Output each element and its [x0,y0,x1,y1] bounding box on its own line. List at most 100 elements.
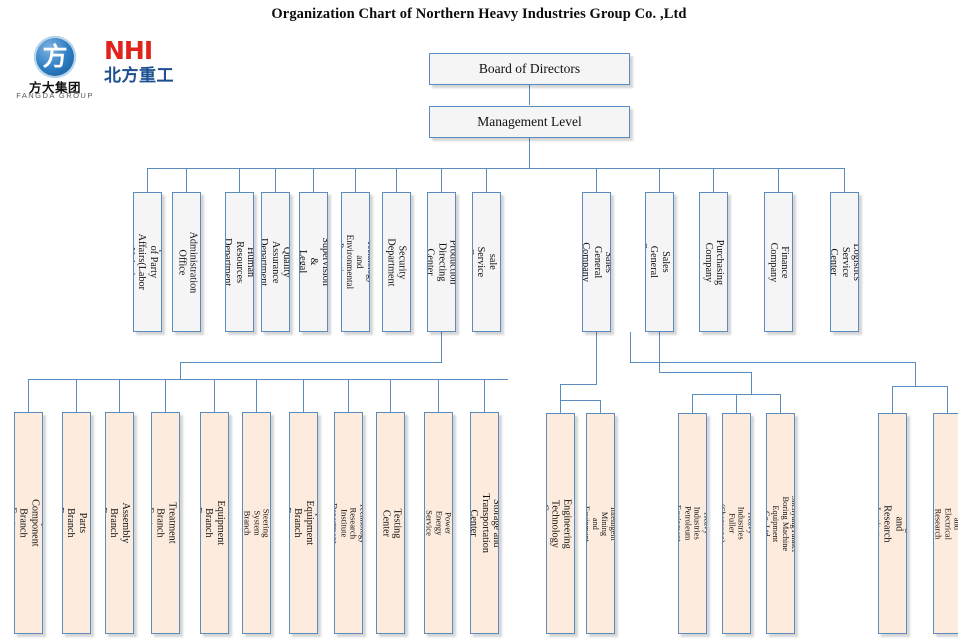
node-safety-environment[interactable]: Safety Technology and Environmental Prot… [341,192,370,332]
node-label: Storage and Transportation Center [470,493,499,553]
node-party-affairs[interactable]: Department of Party Affairs(Labor Union) [133,192,162,332]
connector-research-to-bus [915,362,916,386]
connector-drop-party-affairs [147,168,148,192]
connector-drop-petroleum-equipment [692,394,693,413]
node-label: International Sales General Company [645,235,674,289]
node-management-level[interactable]: Management Level [429,106,630,138]
node-fuller-mining-company[interactable]: Northern Heavy Industries Fuller (Shenya… [722,413,751,634]
node-label: Structural Parts Branch Factory [62,502,91,544]
connector-subsidiaries-jog [659,372,751,373]
node-label: Tunnel Engineering Technology Company [546,498,575,549]
node-logistics-service-center[interactable]: Logistics Service Center [830,192,859,332]
connector-sales-jog [560,384,597,385]
connector-drop-automobile-steering [256,379,257,412]
fangda-glyph-icon: 方 [42,43,68,71]
connector-drop-special-equipment [303,379,304,412]
node-label: Administration Office [175,231,198,293]
node-label: ShenyangTunnel Boring Machine Equipment … [766,495,795,552]
connector-subsidiaries-down [659,332,660,372]
node-special-equipment-branch-factory[interactable]: Special Equipment Branch Factory [289,412,318,634]
node-administration-office[interactable]: Administration Office [172,192,201,332]
connector-drop-logistics [844,168,845,192]
node-testing-center[interactable]: Testing Center [376,412,405,634]
connector-drop-storage-transport [484,379,485,412]
connector-sales-to-bus [560,384,561,400]
connector-drop-safety-environment [355,168,356,192]
node-label: Sales General Company [582,242,611,282]
node-label: Logistics Service Center [830,243,859,281]
connector-drop-finance [778,168,779,192]
node-label: Northern Heavy Industries Petroleum Equi… [678,505,707,542]
connector-drop-security [396,168,397,192]
connector-drop-after-sale [486,168,487,192]
node-quality-assurance[interactable]: Quality Assurance Department [261,192,290,332]
node-mechanical-electrical-research-institute[interactable]: Shenyang Mechanical and Electrical Resea… [933,413,958,634]
connector-drop-sales-general [596,168,597,192]
node-structural-parts-branch-factory[interactable]: Structural Parts Branch Factory [62,412,91,634]
node-tunnel-boring-machine-company[interactable]: ShenyangTunnel Boring Machine Equipment … [766,413,795,634]
node-petroleum-equipment-company[interactable]: Northern Heavy Industries Petroleum Equi… [678,413,707,634]
page-title: Organization Chart of Northern Heavy Ind… [271,6,687,22]
nhi-chinese-name: 北方重工 [104,66,174,86]
nhi-logo: NHI 北方重工 [104,38,200,98]
node-automobile-steering-branch-factory[interactable]: Automobile Steering System Branch Factor… [242,412,271,634]
connector-production-to-bus [180,362,181,379]
node-equipment-power-energy-service-department[interactable]: Equipment Power Energy Service Departmen… [424,412,453,634]
node-label: Human Resources Department [225,237,254,287]
connector-drop-mechanical-electrical [947,386,948,413]
node-label: Security Department [385,237,408,287]
node-technology-research-institute-department[interactable]: Technology Research Institute Department [334,412,363,634]
node-human-resources[interactable]: Human Resources Department [225,192,254,332]
connector-drop-design-research [892,386,893,413]
connector-research-down [630,332,631,362]
node-tunnel-engineering-technology-company[interactable]: Tunnel Engineering Technology Company [546,413,575,634]
connector-production-jog [180,362,442,363]
node-bulk-equipment-branch-factory[interactable]: Bulk Equipment Branch Factory [200,412,229,634]
connector-drop-structural-parts [76,379,77,412]
node-label: Safety Technology and Environmental Prot… [341,234,370,290]
node-heat-treatment-branch-factory[interactable]: Heat Treatment Branch Factory [151,412,180,634]
connector-drop-purchasing [713,168,714,192]
node-design-and-research-institute[interactable]: Design and Research Institute [878,413,907,634]
node-after-sale-service-center[interactable]: After-sale Service Center [472,192,501,332]
node-label: Bulk Equipment Branch Factory [200,500,229,546]
connector-research-bus [892,386,947,387]
node-finance-company[interactable]: Finance Company [764,192,793,332]
node-label: Technology Research Institute Department [334,502,363,544]
fangda-circle-icon [34,36,76,78]
connector-subsidiaries-to-bus [751,372,752,394]
node-board-of-directors[interactable]: Board of Directors [429,53,630,85]
node-international-sales-general-company[interactable]: International Sales General Company [645,192,674,332]
connector-production-down [441,332,442,362]
node-label: Heat Treatment Branch Factory [151,502,180,544]
node-label: Production Directing Center [427,239,456,285]
node-security-department[interactable]: Security Department [382,192,411,332]
node-sales-general-company[interactable]: Sales General Company [582,192,611,332]
node-label: Audit, Supervision & Legal Department [299,237,328,287]
node-label: Management Level [477,114,582,130]
logo-group: 方 方大集团 FANGDA GROUP NHI 北方重工 [8,36,203,102]
node-label: Testing Center [379,508,402,538]
node-production-directing-center[interactable]: Production Directing Center [427,192,456,332]
node-label: State Key Laboratory of Intelligent Mini… [586,505,615,542]
connector-drop-testing-center [390,379,391,412]
connector-level2-bus [147,168,845,169]
node-label: Major Component Branch Factory [14,499,43,547]
node-label: Automobile Steering System Branch Factor… [242,508,271,538]
node-general-assembly-branch-factory[interactable]: General Assembly Branch Factory [105,412,134,634]
node-audit-legal[interactable]: Audit, Supervision & Legal Department [299,192,328,332]
connector-drop-heat-treatment [165,379,166,412]
node-label: Department of Party Affairs(Labor Union) [133,233,162,291]
connector-drop-international-sales [659,168,660,192]
node-purchasing-company[interactable]: Purchasing Company [699,192,728,332]
connector-drop-audit-legal [313,168,314,192]
connector-sales-down [596,332,597,384]
connector-drop-quality-assurance [275,168,276,192]
node-state-key-laboratory[interactable]: State Key Laboratory of Intelligent Mini… [586,413,615,634]
node-storage-and-transportation-center[interactable]: Storage and Transportation Center [470,412,499,634]
node-major-component-branch-factory[interactable]: Major Component Branch Factory [14,412,43,634]
connector-drop-tunnel-engineering [560,400,561,413]
node-label: Design and Research Institute [878,504,907,543]
connector-drop-technology-research [348,379,349,412]
connector-drop-bulk-equipment [214,379,215,412]
